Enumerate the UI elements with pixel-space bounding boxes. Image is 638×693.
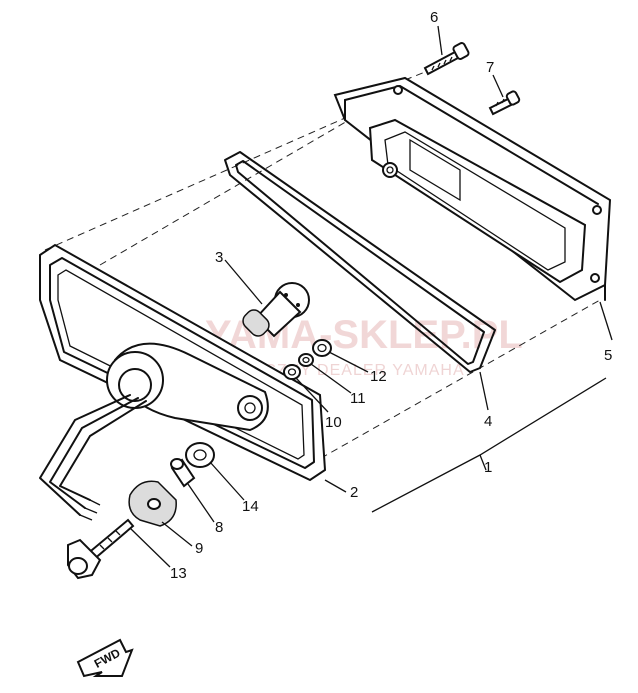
leader-lines	[129, 25, 613, 568]
callout-9: 9	[195, 540, 203, 557]
callout-13: 13	[170, 565, 187, 582]
callout-14: 14	[242, 498, 259, 515]
part-collar-8	[170, 458, 196, 488]
callout-7: 7	[486, 59, 494, 76]
part-base-plate	[39, 243, 327, 521]
callout-labels: 6 7 3 5 12 11 10 4 1 2 14 8 9 13	[170, 9, 612, 582]
part-screw-6	[423, 42, 470, 76]
callout-10: 10	[325, 414, 342, 431]
part-washer-10	[283, 364, 301, 380]
part-grommet-14	[185, 442, 215, 468]
alignment-lines	[44, 69, 601, 471]
part-washer-11	[298, 353, 314, 367]
part-nut-12	[312, 339, 332, 357]
part-housing	[333, 76, 612, 302]
callout-6: 6	[430, 9, 438, 26]
part-bulb	[242, 282, 310, 338]
part-screw-7	[488, 90, 521, 116]
callout-3: 3	[215, 249, 223, 266]
callout-2: 2	[350, 484, 358, 501]
callout-11: 11	[350, 390, 366, 407]
part-bolt-13	[67, 518, 135, 580]
callout-12: 12	[370, 368, 387, 385]
fwd-arrow-icon: FWD	[76, 638, 134, 678]
part-gasket	[224, 151, 496, 373]
callout-8: 8	[215, 519, 223, 536]
callout-4: 4	[484, 413, 492, 430]
callout-5: 5	[604, 347, 612, 364]
part-damper-9	[128, 480, 177, 527]
callout-1: 1	[484, 459, 492, 476]
